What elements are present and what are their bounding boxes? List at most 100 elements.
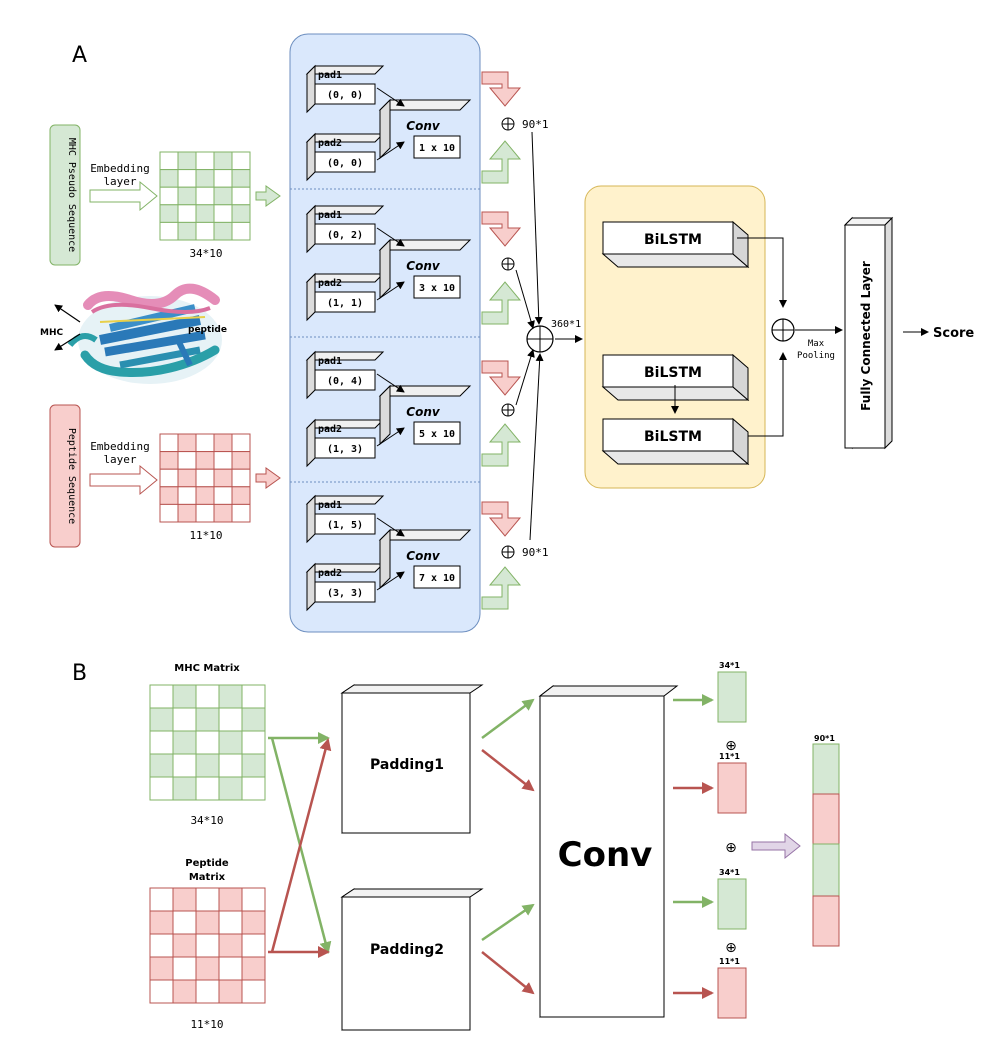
- peptide-grid-b-cell: [149, 887, 174, 912]
- chevron-arrows: [481, 71, 522, 610]
- green-chevron-1: [481, 140, 522, 184]
- mhc-grid-b-cell: [172, 684, 197, 709]
- concat-oplus: [526, 325, 554, 353]
- peptide-grid-a-cell: [177, 503, 197, 523]
- peptide-grid-b-cell: [172, 933, 197, 958]
- max-pooling-label-1: Max: [808, 339, 825, 349]
- pad1-value: (0, 4): [327, 376, 363, 387]
- mhc-grid-b-cell: [241, 753, 266, 778]
- peptide-grid-a-cell: [213, 486, 233, 505]
- peptide-sequence-box: [49, 404, 81, 548]
- peptide-grid-b-cell: [241, 956, 266, 981]
- mhc-grid-b-cell: [241, 684, 266, 709]
- peptide-grid-b-cell: [218, 910, 243, 935]
- mhc-grid-a-cell: [213, 221, 233, 241]
- mhc-grid-a-cell: [177, 186, 197, 206]
- peptide-grid-a-cell: [213, 433, 233, 453]
- pad1-to-conv-arrow: [376, 227, 405, 247]
- out-34b-label: 34*1: [719, 868, 740, 877]
- oplus-group-1: [501, 117, 515, 131]
- conv-small-box-top: [378, 99, 472, 111]
- fc-label: Fully Connected Layer: [859, 261, 873, 411]
- green-chevron-3: [481, 423, 522, 467]
- size-90-top: 90*1: [522, 118, 549, 131]
- conv-panel: [289, 33, 481, 633]
- mhc-grid-b-cell: [218, 776, 243, 801]
- mhc-grid-a-cell: [213, 186, 233, 206]
- mhc-grid-b-cell: [218, 684, 243, 709]
- peptide-matrix-label-1: Peptide: [185, 858, 229, 869]
- mhc-matrix-size-b: 34*10: [190, 814, 223, 827]
- pad1-label: pad1: [318, 70, 342, 81]
- peptide-grid-a-cell: [177, 433, 197, 453]
- peptide-matrix-label-2: Matrix: [189, 872, 226, 883]
- peptide-grid-a-cell: [213, 451, 233, 470]
- oplus-b3: ⊕: [725, 940, 737, 956]
- mhc-grid-b-cell: [218, 753, 243, 778]
- pad2-label: pad2: [318, 278, 342, 289]
- mhc-grid-b-cell: [149, 753, 174, 778]
- out-90-label: 90*1: [814, 734, 835, 743]
- bilstm-block-1: BiLSTM: [601, 220, 750, 269]
- peptide-grid-a-cell: [159, 468, 179, 488]
- out-34b-bar: [717, 878, 747, 930]
- conv-kernel-label: 5 x 10: [419, 429, 455, 440]
- oplus-group-3: [501, 403, 515, 417]
- pad1-box-side: [306, 204, 316, 254]
- pad2-value-box: [314, 291, 376, 313]
- peptide-grid-b-cell: [195, 887, 220, 912]
- mhc-grid-b-cell: [149, 776, 174, 801]
- peptide-grid-b-cell: [195, 910, 220, 935]
- pad2-box-side: [306, 272, 316, 322]
- padding1-block: [340, 684, 484, 834]
- bilstm-side: [732, 220, 749, 269]
- score-label: Score: [933, 326, 974, 341]
- mhc-grid-b-cell: [195, 684, 220, 709]
- pad2-box-side: [306, 418, 316, 468]
- pad2-value: (1, 1): [327, 298, 363, 309]
- oplus-group-2: [501, 257, 515, 271]
- mhc-grid-a-cell: [231, 169, 251, 188]
- out-90-seg-2: [812, 793, 840, 845]
- mhc-grid-b-cell: [149, 684, 174, 709]
- pad2-box-side: [306, 132, 316, 182]
- peptide-grid-a-cell: [231, 433, 251, 453]
- bilstm-label: BiLSTM: [644, 429, 702, 445]
- mhc-grid-a-cell: [195, 151, 215, 171]
- peptide-matrix-grid: [149, 887, 266, 1004]
- peptide-grid-a-cell: [231, 486, 251, 505]
- mhc-embedding-arrow: [89, 180, 158, 212]
- conv-kernel-box: [413, 421, 461, 445]
- peptide-embedding-arrow: [89, 464, 158, 496]
- peptide-grid-a-cell: [177, 486, 197, 505]
- peptide-grid-b-cell: [195, 933, 220, 958]
- pad1-value: (1, 5): [327, 520, 363, 531]
- peptide-grid-a-cell: [195, 433, 215, 453]
- peptide-matrix-size-b: 11*10: [190, 1018, 223, 1031]
- mhc-grid-a-cell: [177, 204, 197, 223]
- peptide-grid-a-cell: [213, 503, 233, 523]
- mhc-grid-b-cell: [218, 730, 243, 755]
- peptide-grid-b-cell: [172, 956, 197, 981]
- pad2-label: pad2: [318, 424, 342, 435]
- peptide-grid-a-cell: [213, 468, 233, 488]
- concat-arrow-4: [529, 353, 544, 541]
- mhc-grid-b-cell: [195, 776, 220, 801]
- mhc-grid-a-cell: [159, 221, 179, 241]
- mhc-grid-a-cell: [177, 151, 197, 171]
- structure-mhc-label: MHC: [40, 328, 63, 338]
- mhc-grid-b-cell: [149, 707, 174, 732]
- conv-kernel-label: 7 x 10: [419, 573, 455, 584]
- mhc-embedding-label-2: layer: [103, 175, 136, 188]
- red-chevron-3: [481, 360, 522, 396]
- peptide-grid-b-cell: [149, 956, 174, 981]
- bilstm-side: [732, 417, 749, 466]
- pad2-value: (0, 0): [327, 158, 363, 169]
- green-chevron-2: [481, 281, 522, 325]
